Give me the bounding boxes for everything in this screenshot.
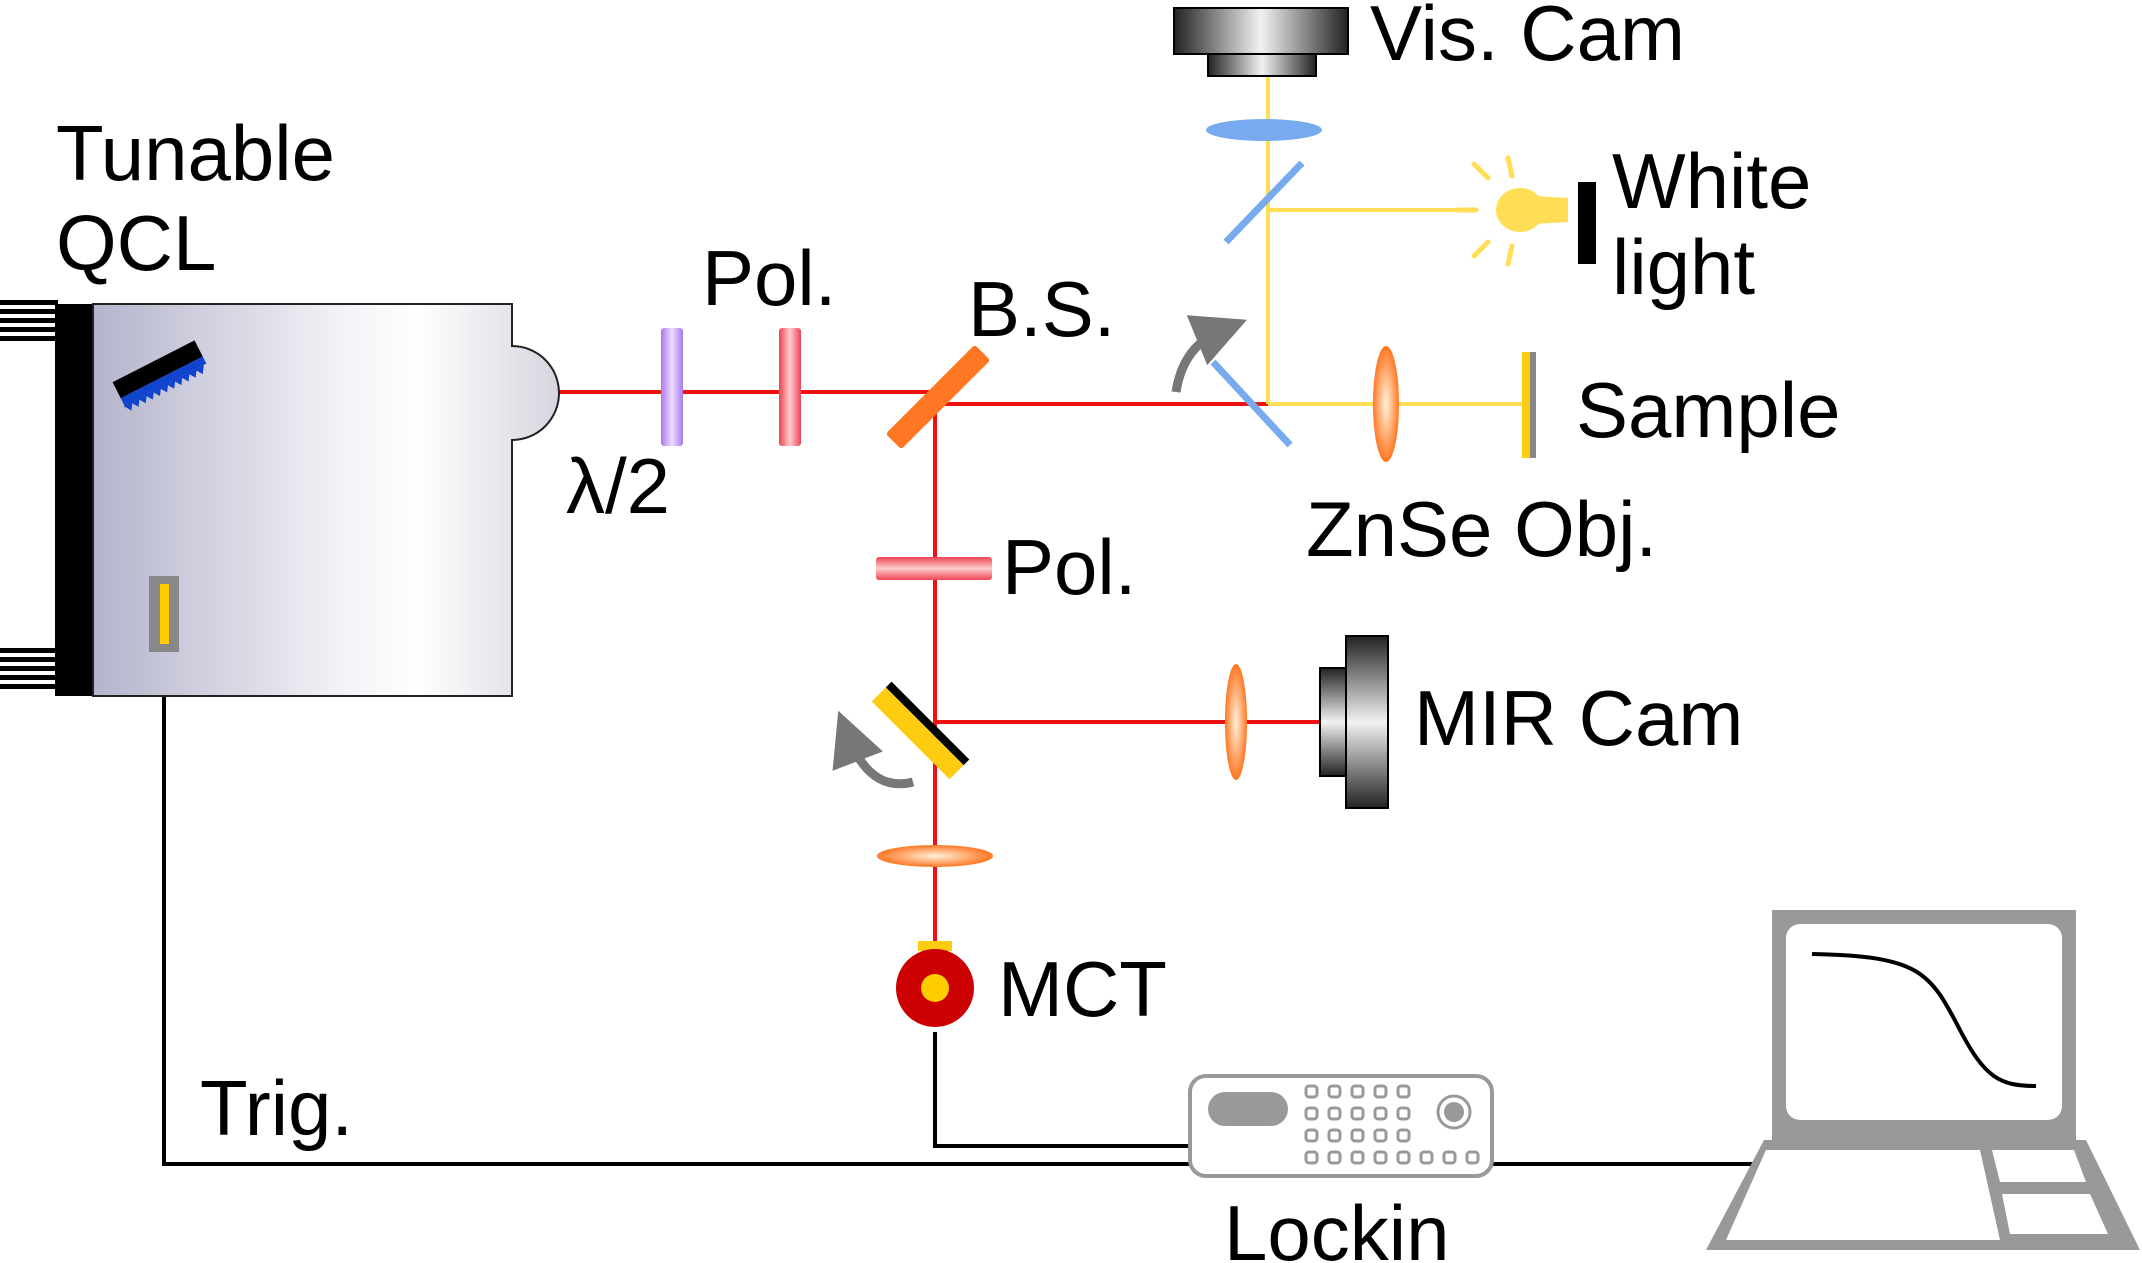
sample-holder (1522, 352, 1536, 458)
label-halfwave: λ/2 (566, 442, 670, 530)
label-znse-objective: ZnSe Obj. (1306, 485, 1657, 573)
mir-camera (1319, 635, 1389, 809)
qcl-housing (92, 303, 560, 697)
tunable-qcl (0, 300, 560, 697)
vis-camera (1173, 7, 1349, 77)
label-qcl-line1: Tunable (56, 109, 335, 197)
label-white-light-line1: White (1612, 137, 1811, 225)
beamsplitter (886, 345, 990, 449)
flip-arrow-icon (1171, 315, 1247, 393)
vis-tube-lens (1206, 119, 1322, 141)
heatsink-fins (0, 300, 58, 689)
label-polarizer-top: Pol. (702, 234, 836, 322)
label-qcl-line2: QCL (56, 199, 216, 287)
visible-beam-paths (1266, 70, 1522, 406)
signal-cables (162, 696, 1754, 1166)
vis-beamsplitter (1223, 160, 1305, 245)
flip-mirror (871, 681, 970, 780)
label-vis-cam: Vis. Cam (1370, 0, 1685, 77)
halfwave-plate (661, 328, 683, 446)
polarizer-top (779, 328, 801, 446)
flip-beamsplitter (1210, 359, 1293, 448)
light-bulb-icon (1455, 155, 1596, 267)
znse-objective-lens (1373, 346, 1399, 462)
trigger-cable (162, 696, 1232, 1166)
label-mct: MCT (998, 945, 1167, 1033)
label-trigger: Trig. (200, 1064, 353, 1152)
label-beamsplitter: B.S. (968, 265, 1115, 353)
label-sample: Sample (1576, 366, 1840, 454)
lockin-amplifier (1188, 1074, 1494, 1178)
laser-gain-medium (160, 584, 169, 644)
mir-cam-lens (1225, 664, 1247, 780)
label-polarizer-mid: Pol. (1002, 523, 1136, 611)
mct-focusing-lens (877, 845, 993, 867)
label-mir-cam: MIR Cam (1414, 674, 1743, 762)
computer-icon (1706, 910, 2140, 1250)
grating-icon (112, 340, 207, 411)
label-lockin: Lockin (1224, 1189, 1449, 1263)
flip-mirror-arrow-icon (832, 710, 915, 789)
polarizer-mid (876, 557, 992, 580)
screen-curve (1811, 952, 2037, 1088)
qcl-baseplate (55, 304, 93, 696)
label-white-light-line2: light (1612, 223, 1755, 311)
mct-detector (896, 941, 974, 1027)
mct-cable (933, 1032, 1238, 1148)
